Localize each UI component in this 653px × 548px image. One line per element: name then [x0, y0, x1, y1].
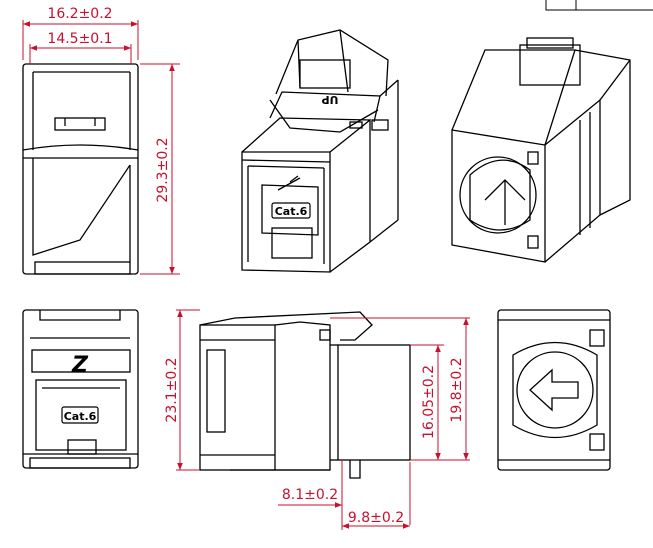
side-view: [22, 63, 139, 275]
overall-width-label: 16.2±0.2: [47, 6, 112, 22]
category-label-front: Cat.6: [64, 410, 97, 423]
up-mark: UP: [322, 93, 339, 106]
category-badge-front: Cat.6: [61, 406, 99, 424]
dimension-inner-width: 14.5±0.1: [29, 31, 132, 64]
dimension-body-height: 19.8±0.2: [330, 317, 470, 461]
dimension-depth-offset: 8.1±0.2: [278, 460, 343, 510]
dimension-cavity-height: 16.05±0.2: [410, 344, 444, 461]
front-view: [22, 309, 139, 469]
brand-logo-mark: Z: [71, 353, 89, 378]
category-label-iso: Cat.6: [275, 205, 308, 218]
depth-offset-label: 8.1±0.2: [282, 487, 338, 503]
dimension-rear-depth: 9.8±0.2: [341, 462, 411, 530]
rear-depth-label: 9.8±0.2: [348, 510, 404, 526]
inner-width-label: 14.5±0.1: [47, 31, 112, 47]
isometric-rear-view: [451, 37, 631, 263]
dimension-front-height: 23.1±0.2: [164, 309, 200, 471]
front-height-label: 23.1±0.2: [164, 357, 180, 422]
title-block-fragment: [545, 0, 653, 11]
side-section-view: [199, 311, 411, 479]
cavity-height-label: 16.05±0.2: [421, 365, 437, 439]
side-height-label: 29.3±0.2: [155, 137, 171, 202]
category-badge-iso: Cat.6: [271, 202, 311, 219]
isometric-front-view: [241, 29, 399, 273]
dimension-side-height: 29.3±0.2: [140, 63, 180, 275]
dimension-overall-width: 16.2±0.2: [22, 6, 139, 60]
body-height-label: 19.8±0.2: [449, 357, 465, 422]
rear-view: [497, 309, 611, 471]
